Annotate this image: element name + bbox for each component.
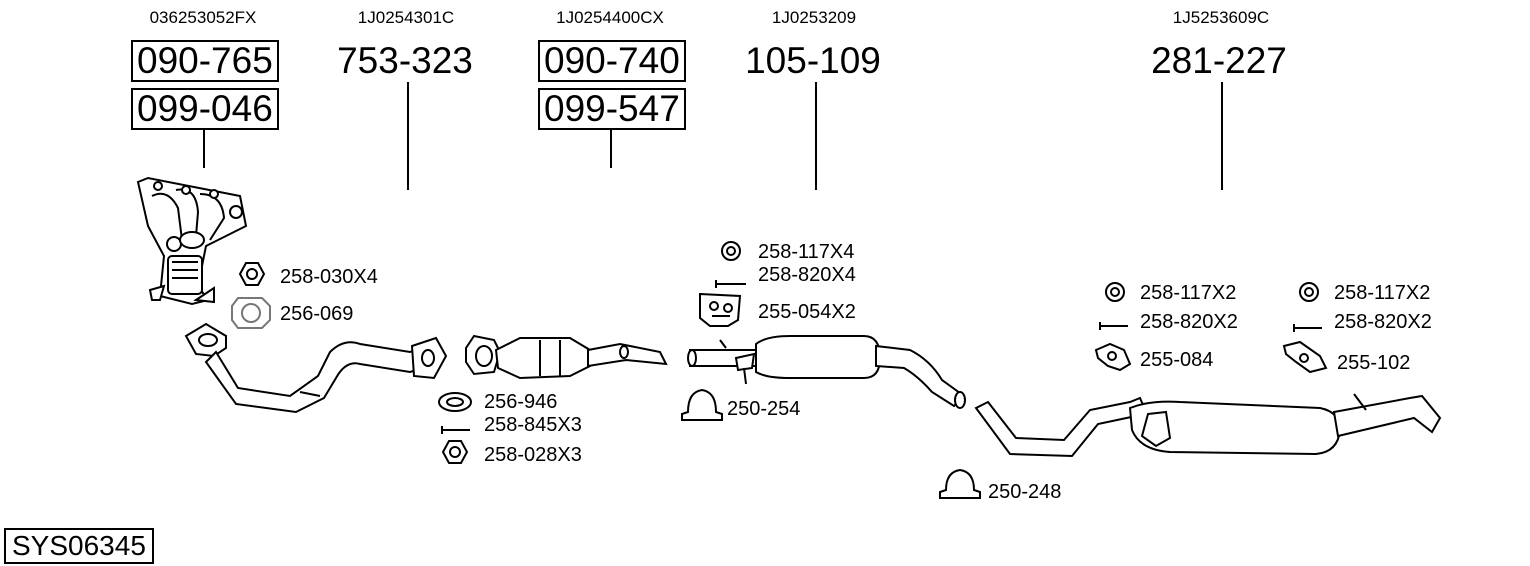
system-id-box: SYS06345 xyxy=(4,528,154,564)
middle-silencer-drawing xyxy=(687,335,966,409)
oem-number-front-pipe: 1J0254301C xyxy=(357,8,455,27)
part-code[interactable]: 281-227 xyxy=(1151,40,1287,81)
accessory-label[interactable]: 256-946 xyxy=(484,391,558,413)
accessory-label[interactable]: 258-117X2 xyxy=(1334,282,1431,304)
leader-lines xyxy=(203,82,1223,190)
part-code-box[interactable]: 090-765 xyxy=(131,40,279,82)
nut-icon xyxy=(441,440,469,464)
accessory-label[interactable]: 258-117X2 xyxy=(1140,282,1237,304)
rear-silencer-drawing xyxy=(974,393,1442,458)
accessory-label[interactable]: 258-820X2 xyxy=(1334,311,1432,333)
accessory-label[interactable]: 258-117X4 xyxy=(758,241,855,263)
accessory-label[interactable]: 255-054X2 xyxy=(758,301,856,323)
part-code-box[interactable]: 090-740 xyxy=(538,40,686,82)
accessory-label[interactable]: 258-845X3 xyxy=(484,414,582,436)
accessory-label[interactable]: 255-084 xyxy=(1140,349,1214,371)
clamp-icon xyxy=(681,388,981,499)
accessory-label[interactable]: 258-820X4 xyxy=(758,264,856,286)
rubber-mount-icon xyxy=(699,292,742,327)
oem-number-manifold: 036253052FX xyxy=(149,8,257,27)
oem-number-catalyst: 1J0254400CX xyxy=(556,8,664,27)
accessory-label[interactable]: 258-820X2 xyxy=(1140,311,1238,333)
catalyst-drawing xyxy=(465,334,668,380)
washer-icon xyxy=(721,241,1319,302)
ring-gasket-icon xyxy=(438,392,472,412)
bracket-icon xyxy=(1094,340,1328,374)
accessory-label[interactable]: 250-248 xyxy=(988,481,1062,503)
part-code[interactable]: 753-323 xyxy=(337,40,473,81)
accessory-label[interactable]: 256-069 xyxy=(280,303,354,325)
accessory-label[interactable]: 258-030X4 xyxy=(280,266,378,288)
gasket-icon xyxy=(231,297,271,329)
accessory-label[interactable]: 250-254 xyxy=(727,398,801,420)
accessory-label[interactable]: 255-102 xyxy=(1337,352,1411,374)
oem-number-middle-silencer: 1J0253209 xyxy=(771,8,857,27)
part-code[interactable]: 105-109 xyxy=(745,40,881,81)
nut-icon xyxy=(238,262,266,286)
manifold-catalyst-drawing xyxy=(136,176,248,306)
front-pipe-drawing xyxy=(184,322,448,414)
oem-number-rear-silencer: 1J5253609C xyxy=(1172,8,1270,27)
part-code-box[interactable]: 099-046 xyxy=(131,88,279,130)
accessory-label[interactable]: 258-028X3 xyxy=(484,444,582,466)
bolt-icon xyxy=(441,280,1322,434)
part-code-box[interactable]: 099-547 xyxy=(538,88,686,130)
